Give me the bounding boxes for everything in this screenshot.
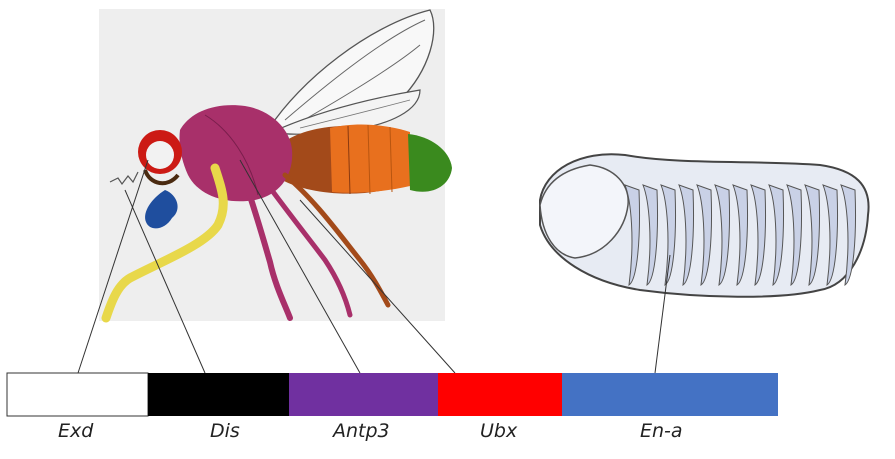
label-ubx: Ubx	[480, 420, 517, 442]
segment-antp3	[289, 373, 438, 416]
label-en-a: En-a	[640, 420, 683, 442]
abdomen-green-segment	[408, 134, 452, 192]
label-dis: Dis	[210, 420, 240, 442]
segment-dis	[148, 373, 289, 416]
segment-en-a	[562, 373, 778, 416]
fly-illustration	[99, 9, 452, 321]
label-exd: Exd	[58, 420, 93, 442]
fly-eye-inner	[146, 141, 174, 169]
segment-ubx	[438, 373, 562, 416]
label-antp3: Antp3	[333, 420, 390, 442]
segment-exd	[7, 373, 148, 416]
segment-bar	[7, 373, 778, 416]
embryo-illustration	[540, 154, 869, 297]
